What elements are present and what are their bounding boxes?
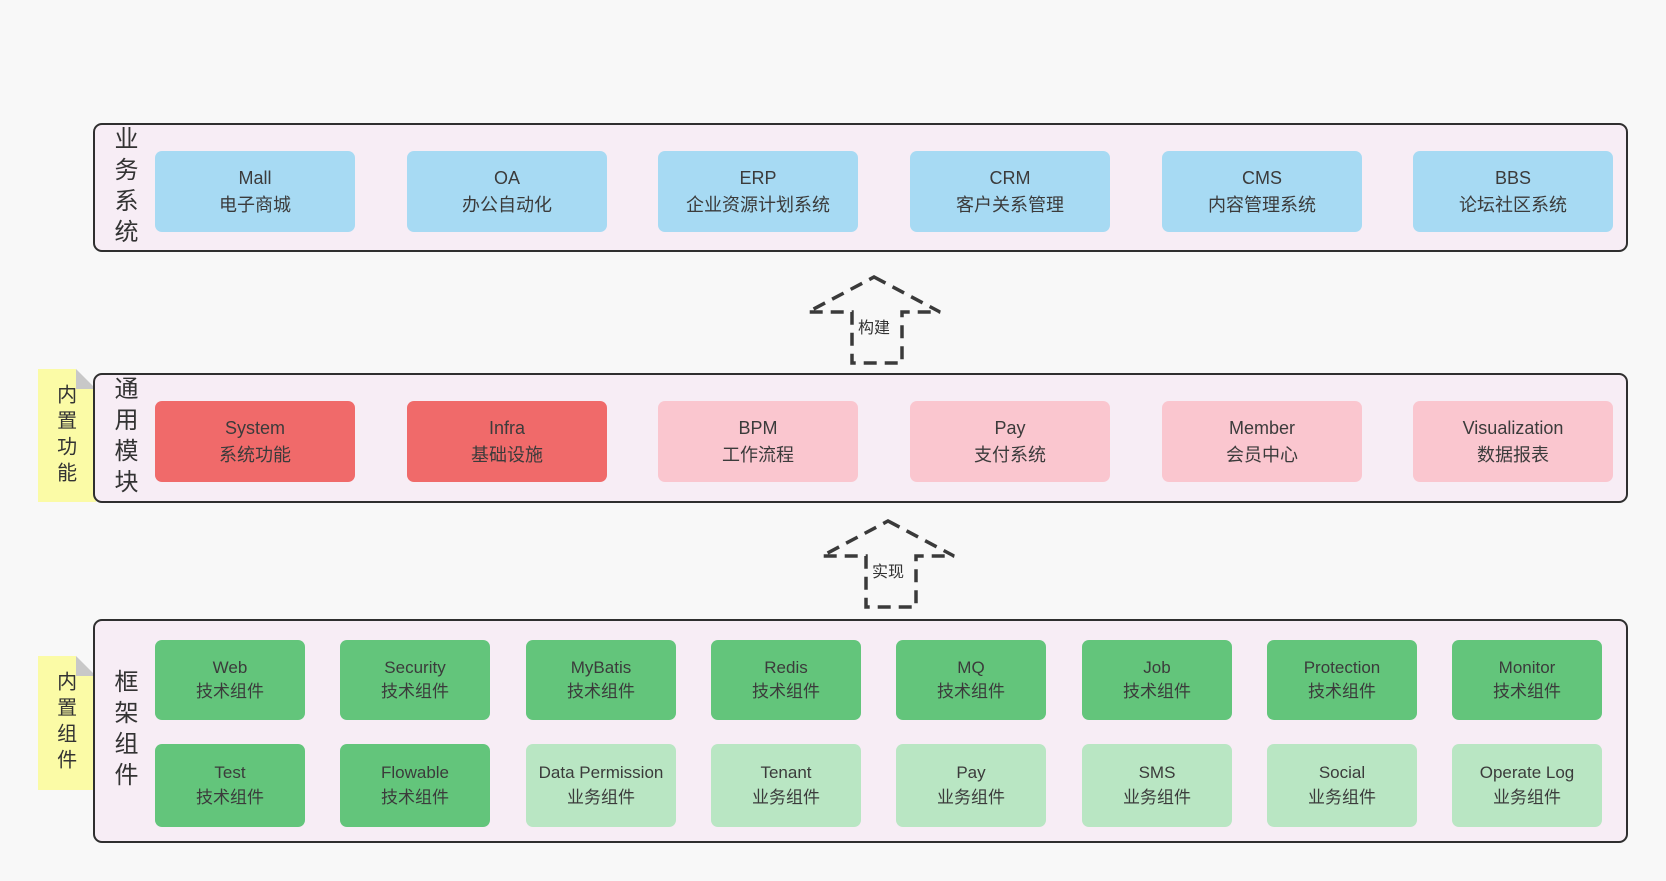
box-title: SMS	[1138, 763, 1176, 783]
box-subtitle: 业务组件	[752, 787, 820, 807]
builtin-components-note: 内置组件	[38, 656, 96, 790]
box-title: Social	[1318, 763, 1366, 783]
box-infra: Infra 基础设施	[407, 401, 607, 482]
box-subtitle: 业务组件	[1123, 787, 1191, 807]
box-operate-log: Operate Log 业务组件	[1452, 744, 1602, 827]
box-subtitle: 技术组件	[752, 682, 820, 701]
box-data-permission: Data Permission 业务组件	[526, 744, 676, 827]
box-title: CMS	[1242, 167, 1282, 188]
box-social: Social 业务组件	[1267, 744, 1417, 827]
box-mybatis: MyBatis 技术组件	[526, 640, 676, 720]
box-bpm: BPM 工作流程	[658, 401, 858, 482]
business-systems-panel: 业务系统 Mall 电子商城 OA 办公自动化 ERP 企业资源计划系统 CRM…	[93, 123, 1628, 252]
box-title: Infra	[488, 417, 526, 438]
builtin-features-note: 内置功能	[38, 369, 96, 502]
box-web: Web 技术组件	[155, 640, 305, 720]
implement-arrow-label: 实现	[868, 558, 908, 583]
box-mall: Mall 电子商城	[155, 151, 355, 232]
box-title: Pay	[994, 417, 1026, 438]
box-subtitle: 技术组件	[1308, 682, 1376, 701]
box-subtitle: 电子商城	[219, 194, 291, 215]
build-arrow: 构建	[804, 274, 944, 366]
box-subtitle: 基础设施	[471, 444, 543, 465]
framework-components-panel: 框架组件 Web 技术组件 Security 技术组件 MyBatis 技术组件…	[93, 619, 1628, 843]
box-title: BPM	[738, 417, 778, 438]
common-modules-side-label: 通用模块	[110, 376, 137, 500]
box-sms: SMS 业务组件	[1082, 744, 1232, 827]
box-title: Pay	[956, 763, 986, 783]
box-subtitle: 业务组件	[937, 787, 1005, 807]
box-title: Member	[1228, 417, 1295, 438]
implement-arrow: 实现	[818, 518, 958, 610]
box-title: Job	[1143, 657, 1171, 677]
builtin-features-note-label: 内置功能	[53, 383, 76, 488]
box-title: OA	[493, 167, 520, 188]
box-redis: Redis 技术组件	[711, 640, 861, 720]
box-subtitle: 技术组件	[196, 787, 264, 807]
box-subtitle: 论坛社区系统	[1459, 194, 1567, 215]
box-subtitle: 技术组件	[196, 682, 264, 701]
box-subtitle: 技术组件	[567, 682, 635, 701]
box-title: Security	[384, 657, 446, 677]
box-test: Test 技术组件	[155, 744, 305, 827]
box-title: Tenant	[760, 763, 812, 783]
box-subtitle: 会员中心	[1226, 444, 1298, 465]
box-title: Redis	[764, 657, 808, 677]
box-subtitle: 系统功能	[219, 444, 291, 465]
box-job: Job 技术组件	[1082, 640, 1232, 720]
box-title: ERP	[739, 167, 777, 188]
box-title: CRM	[989, 167, 1031, 188]
box-protection: Protection 技术组件	[1267, 640, 1417, 720]
box-subtitle: 客户关系管理	[956, 194, 1064, 215]
box-title: MQ	[957, 657, 985, 677]
box-title: Test	[214, 763, 246, 783]
box-title: Monitor	[1498, 657, 1556, 677]
build-arrow-label: 构建	[854, 314, 894, 339]
box-oa: OA 办公自动化	[407, 151, 607, 232]
box-title: Flowable	[380, 763, 450, 783]
framework-components-side-label: 框架组件	[110, 669, 137, 793]
box-title: Operate Log	[1479, 763, 1575, 783]
box-pay-system: Pay 支付系统	[910, 401, 1110, 482]
box-subtitle: 技术组件	[1123, 682, 1191, 701]
box-subtitle: 业务组件	[567, 787, 635, 807]
box-title: Mall	[238, 167, 272, 188]
box-title: Protection	[1303, 657, 1381, 677]
box-title: System	[224, 417, 285, 438]
box-member: Member 会员中心	[1162, 401, 1362, 482]
box-mq: MQ 技术组件	[896, 640, 1046, 720]
box-subtitle: 技术组件	[381, 682, 449, 701]
box-subtitle: 办公自动化	[462, 194, 552, 215]
box-visualization: Visualization 数据报表	[1413, 401, 1613, 482]
box-security: Security 技术组件	[340, 640, 490, 720]
box-flowable: Flowable 技术组件	[340, 744, 490, 827]
box-subtitle: 内容管理系统	[1208, 194, 1316, 215]
box-crm: CRM 客户关系管理	[910, 151, 1110, 232]
builtin-components-note-label: 内置组件	[53, 671, 76, 775]
common-modules-panel: 通用模块 System 系统功能 Infra 基础设施 BPM 工作流程 Pay…	[93, 373, 1628, 503]
box-subtitle: 业务组件	[1493, 787, 1561, 807]
box-bbs: BBS 论坛社区系统	[1413, 151, 1613, 232]
box-subtitle: 企业资源计划系统	[686, 194, 830, 215]
box-subtitle: 业务组件	[1308, 787, 1376, 807]
box-title: Visualization	[1462, 417, 1564, 438]
box-subtitle: 技术组件	[381, 787, 449, 807]
box-tenant: Tenant 业务组件	[711, 744, 861, 827]
box-subtitle: 工作流程	[722, 444, 794, 465]
box-subtitle: 技术组件	[937, 682, 1005, 701]
box-title: BBS	[1494, 167, 1532, 188]
box-subtitle: 数据报表	[1477, 444, 1549, 465]
box-erp: ERP 企业资源计划系统	[658, 151, 858, 232]
box-cms: CMS 内容管理系统	[1162, 151, 1362, 232]
box-pay-component: Pay 业务组件	[896, 744, 1046, 827]
box-title: Data Permission	[538, 763, 664, 783]
box-subtitle: 技术组件	[1493, 682, 1561, 701]
box-monitor: Monitor 技术组件	[1452, 640, 1602, 720]
box-subtitle: 支付系统	[974, 444, 1046, 465]
box-system: System 系统功能	[155, 401, 355, 482]
box-title: MyBatis	[570, 657, 632, 677]
business-systems-side-label: 业务系统	[110, 125, 137, 250]
box-title: Web	[212, 657, 248, 677]
